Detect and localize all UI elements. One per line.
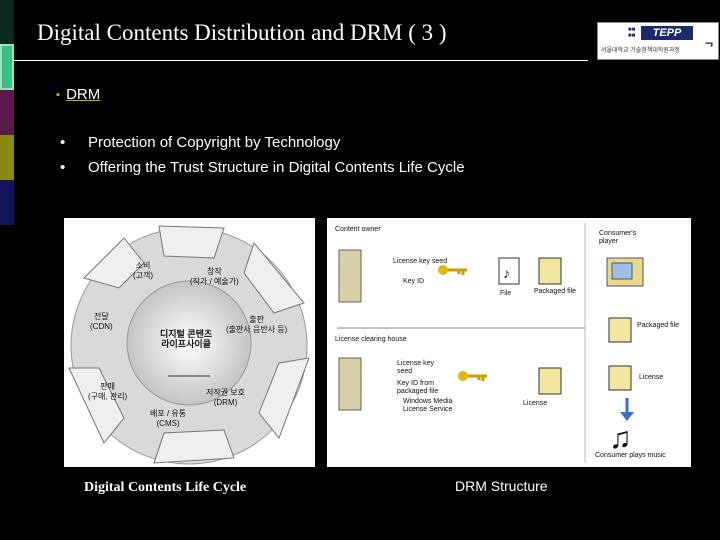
accent-strip (0, 135, 14, 180)
section-heading: ▪ DRM (56, 86, 100, 103)
content-owner-label: Content owner (335, 226, 381, 234)
slide-title: Digital Contents Distribution and DRM ( … (37, 20, 447, 46)
key-id-from-label: Key ID from packaged file (397, 380, 453, 396)
section-label: DRM (66, 86, 100, 103)
key-seed-label: License key seed (393, 258, 447, 266)
packaged-file-label-2: Packaged file (637, 322, 681, 330)
drm-structure-diagram: ♪ ♫ Content owner License key seed Key I… (327, 218, 691, 467)
stage-distribute: 배포 / 유통(CMS) (150, 409, 186, 429)
title-divider (14, 60, 588, 61)
packaged-file-label: Packaged file (534, 288, 578, 296)
consumer-player-label: Consumer's player (599, 230, 647, 246)
stage-create: 창작(작가 / 예술가) (190, 267, 239, 287)
accent-strip (0, 180, 14, 225)
square-bullet-icon: ▪ (56, 89, 60, 101)
lifecycle-diagram: 소비(고객) 창작(작가 / 예술가) 출판(출판사 음반사 등) 저작권 보호… (64, 218, 315, 467)
svg-text:♫: ♫ (609, 422, 632, 455)
bullet-item: •Protection of Copyright by Technology (60, 134, 340, 151)
bullet-text: Offering the Trust Structure in Digital … (88, 159, 465, 176)
accent-strip (0, 44, 14, 90)
key-seed-label-2: License key seed (397, 360, 447, 376)
license-label: License (523, 400, 547, 408)
bullet-text: Protection of Copyright by Technology (88, 134, 340, 151)
clearing-house-label: License clearing house (335, 336, 407, 344)
logo-dots-icon: ■■■■ (628, 27, 635, 39)
accent-strip (0, 0, 14, 44)
bullet-dot-icon: • (60, 159, 88, 176)
license-label-2: License (639, 374, 663, 382)
bullet-item: •Offering the Trust Structure in Digital… (60, 159, 465, 176)
stage-publish: 출판(출판사 음반사 등) (226, 315, 287, 335)
logo-subtitle: 서울대학교 기술정책대학원과정 (601, 45, 680, 54)
file-label: File (500, 290, 511, 298)
stage-protect: 저작권 보호(DRM) (206, 388, 245, 408)
lifecycle-caption: Digital Contents Life Cycle (84, 480, 246, 496)
bullet-dot-icon: • (60, 134, 88, 151)
accent-strip (0, 90, 14, 135)
wm-service-label: Windows Media License Service (403, 398, 473, 414)
drm-structure-caption: DRM Structure (455, 478, 548, 494)
tepp-logo: ■■■■ TEPP 서울대학교 기술정책대학원과정 ᄀ (597, 22, 719, 60)
stage-sell: 판매(구매, 관리) (88, 382, 127, 402)
logo-mark-icon: ᄀ (704, 39, 714, 55)
consumer-plays-label: Consumer plays music (595, 452, 666, 460)
logo-name: TEPP (641, 26, 693, 40)
stage-deliver: 전달(CDN) (90, 312, 113, 332)
key-id-label: Key ID (403, 278, 424, 286)
svg-text:♪: ♪ (503, 265, 510, 281)
stage-consume: 소비(고객) (133, 261, 153, 281)
